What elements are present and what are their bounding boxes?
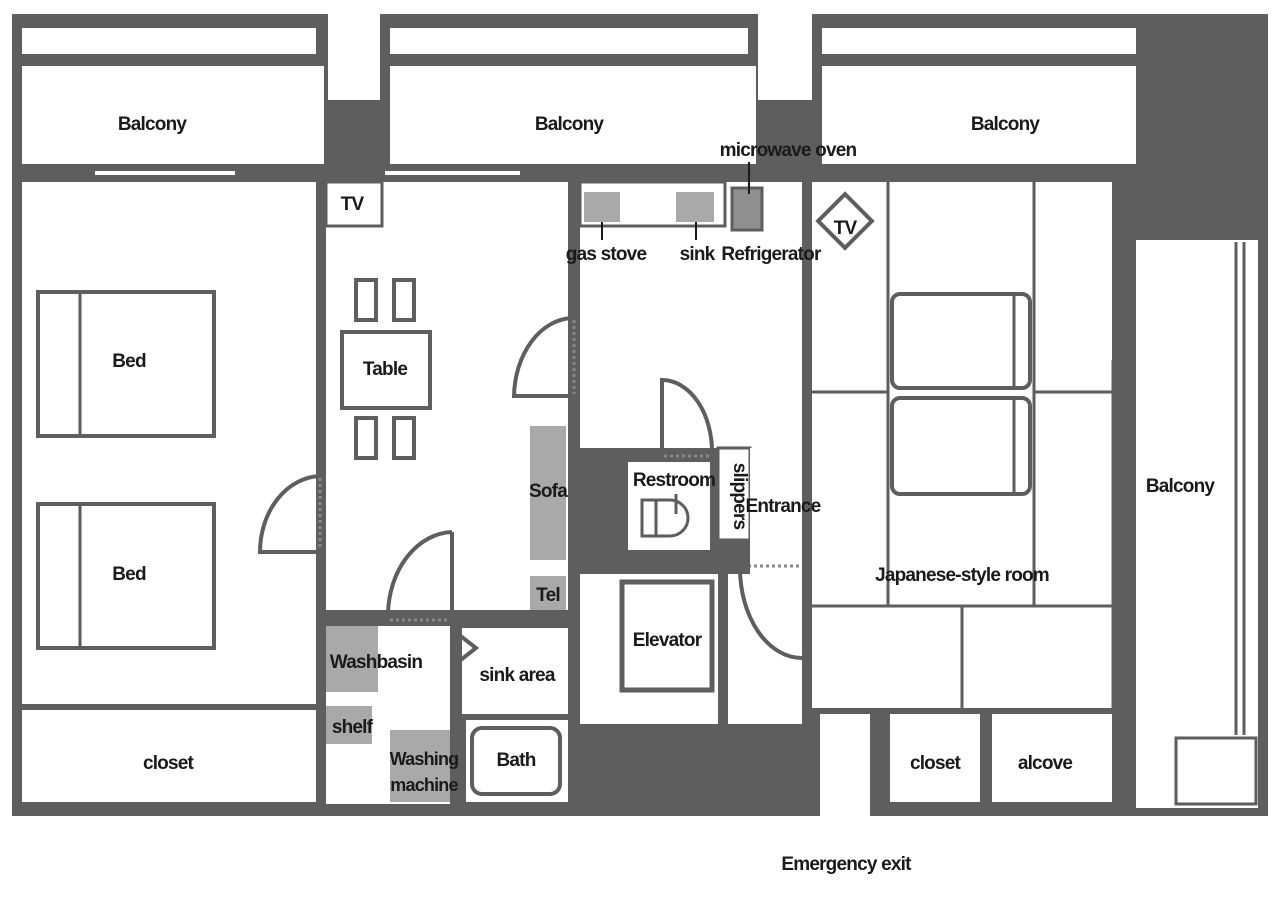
japanese-room-label: Japanese-style room [875,565,1049,586]
restroom-label: Restroom [633,470,715,491]
tv-dining-label: TV [341,194,365,215]
sofa-label: Sofa [529,481,568,502]
doors [257,182,992,816]
elevator-label: Elevator [633,630,703,651]
fixtures [22,182,1117,802]
balconies [22,28,1258,808]
balcony-center-label: Balcony [535,114,605,135]
rooms [22,180,1112,816]
washbasin-label: Washbasin [330,652,423,673]
closet-left-label: closet [143,753,195,774]
tel-label: Tel [536,585,560,606]
microwave-label: microwave oven [720,140,857,161]
washing-machine-label-line1: Washing [390,749,459,769]
bed-2-label: Bed [112,564,146,585]
closet-right-label: closet [910,753,962,774]
bed-1-label: Bed [112,351,146,372]
entrance-label: Entrance [746,496,821,517]
gas-stove-label: gas stove [566,244,647,265]
refrigerator-label: Refrigerator [721,244,822,265]
balcony-right-top-label: Balcony [971,114,1041,135]
washing-machine-label-line2: machine [390,775,458,795]
labels: Balcony Balcony Balcony Balcony microwav… [112,114,1216,875]
emergency-exit-label: Emergency exit [781,854,912,875]
sink-area-label: sink area [479,665,555,686]
shelf-label: shelf [332,717,374,738]
slippers-label: slippers [729,463,750,530]
sink-label: sink [680,244,716,265]
tv-japanese-label: TV [834,218,858,239]
balcony-right-label: Balcony [1146,476,1216,497]
table-label: Table [363,359,407,380]
bath-label: Bath [496,750,535,771]
alcove-label: alcove [1018,753,1073,774]
balcony-left-label: Balcony [118,114,188,135]
